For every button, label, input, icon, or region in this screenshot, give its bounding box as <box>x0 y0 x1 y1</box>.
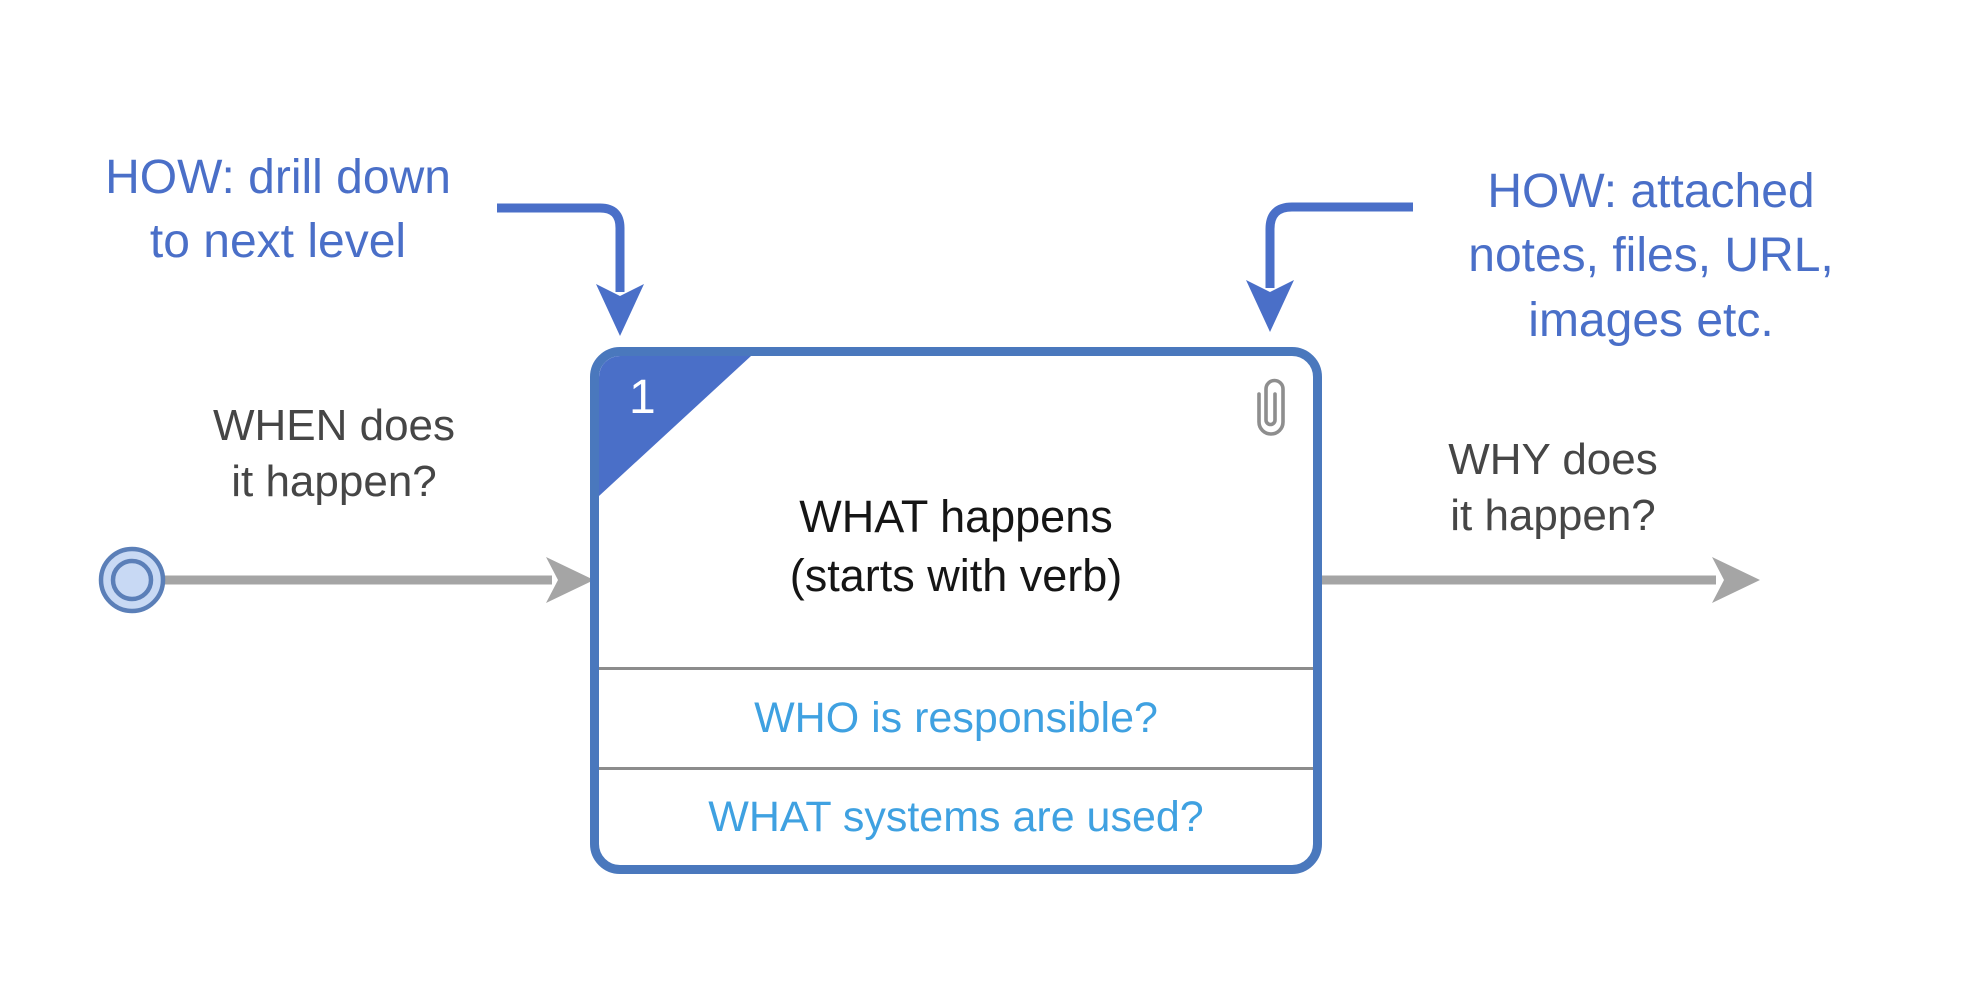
attachments-arrow <box>1246 202 1413 332</box>
row-systems-used: WHAT systems are used? <box>708 793 1204 841</box>
incoming-flow-arrow <box>164 557 594 603</box>
annotation-drill-down: HOW: drill down to next level <box>105 151 451 269</box>
row-who-responsible: WHO is responsible? <box>754 694 1158 742</box>
drill-down-corner-badge-icon <box>599 356 751 496</box>
row-divider <box>599 767 1313 770</box>
row-divider <box>599 667 1313 670</box>
annotation-attachments: HOW: attached notes, files, URL, images … <box>1468 165 1834 347</box>
outgoing-flow-arrow <box>1322 557 1760 603</box>
paperclip-icon <box>1257 378 1285 436</box>
start-node-icon <box>98 546 166 614</box>
annotation-when: WHEN does it happen? <box>212 401 456 507</box>
drill-down-arrow <box>497 203 644 336</box>
task-box: 1 WHAT happens (starts with verb) WHO is… <box>590 347 1322 874</box>
task-title: WHAT happens (starts with verb) <box>789 491 1123 601</box>
annotation-why: WHY does it happen? <box>1448 435 1658 541</box>
task-number-badge: 1 <box>629 371 656 424</box>
